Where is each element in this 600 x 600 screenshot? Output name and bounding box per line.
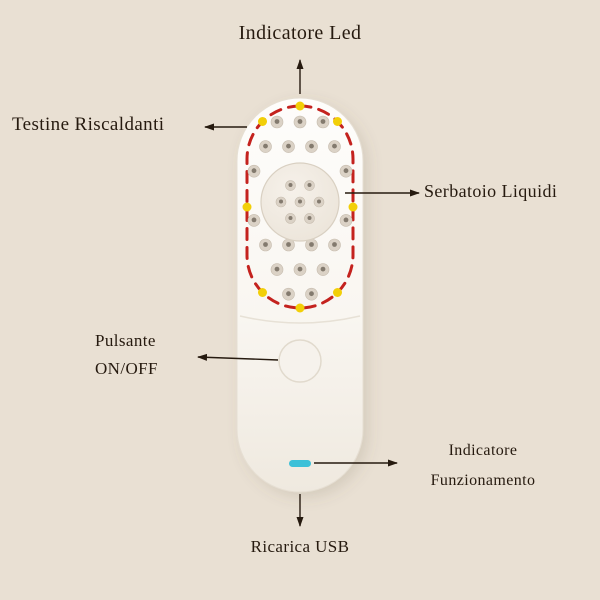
label-operation-line1: Indicatore <box>448 442 518 459</box>
led-dot <box>258 288 267 297</box>
label-testine-riscaldanti: Testine Riscaldanti <box>12 114 165 135</box>
led-dot <box>242 202 252 212</box>
arrow-power <box>197 353 279 361</box>
led-dot <box>295 101 305 111</box>
label-operation-line2: Funzionamento <box>430 471 536 489</box>
label-indicatore-funzionamento: Indicatore Funzionamento <box>408 436 558 495</box>
led-dot <box>333 117 342 126</box>
status-indicator-light <box>289 460 311 467</box>
reservoir-nubs <box>275 180 325 224</box>
label-pulsante-on-off: Pulsante ON/OFF <box>95 327 158 383</box>
led-indicator-dots <box>242 101 358 313</box>
annotation-arrows <box>197 59 420 527</box>
led-dot <box>333 288 342 297</box>
power-button <box>278 339 322 383</box>
device-seam <box>239 315 361 324</box>
heating-heads-nubs <box>247 115 353 301</box>
label-ricarica-usb: Ricarica USB <box>250 537 350 556</box>
led-dot <box>295 303 305 313</box>
label-serbatoio-liquidi: Serbatoio Liquidi <box>424 181 558 201</box>
led-dot <box>348 202 358 212</box>
label-pulsante-line2: ON/OFF <box>95 359 158 379</box>
device-body <box>236 97 364 493</box>
label-pulsante-line1: Pulsante <box>95 331 156 350</box>
led-dot <box>258 117 267 126</box>
label-indicatore-led: Indicatore Led <box>238 22 362 44</box>
